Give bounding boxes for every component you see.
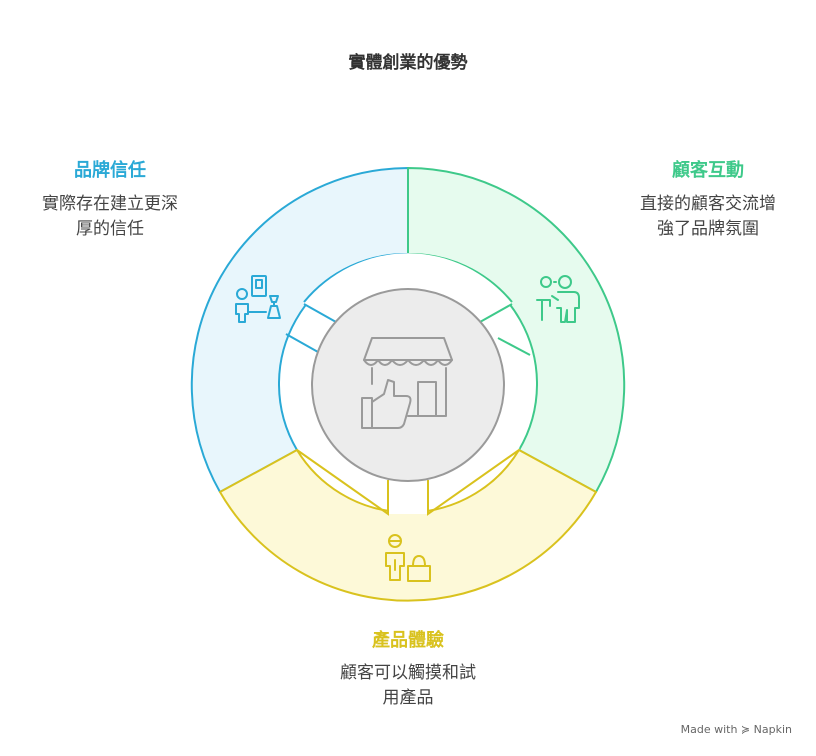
notch-right	[498, 338, 530, 450]
people-conversation-icon	[536, 275, 580, 323]
segment-description-brand-trust: 實際存在建立更深 厚的信任	[42, 194, 178, 239]
made-with-napkin-credit[interactable]: Made with ≽ Napkin	[680, 723, 792, 736]
diagram-title: 實體創業的優勢	[348, 53, 468, 73]
segment-product-experience	[219, 449, 597, 602]
segment-description-product-experience: 顧客可以觸摸和試 用產品	[340, 663, 476, 708]
center-circle	[311, 288, 505, 482]
segment-title-brand-trust: 品牌信任	[74, 160, 146, 181]
segment-title-customer-interaction: 顧客互動	[672, 160, 744, 181]
segment-description-customer-interaction: 直接的顧客交流增 強了品牌氛圍	[640, 194, 776, 239]
segment-title-product-experience: 產品體驗	[372, 630, 444, 651]
person-with-certificate-icon	[235, 275, 281, 323]
storefront-thumbs-up-icon	[361, 337, 453, 429]
shopper-with-bag-icon	[385, 534, 431, 582]
notch-top	[304, 253, 512, 322]
